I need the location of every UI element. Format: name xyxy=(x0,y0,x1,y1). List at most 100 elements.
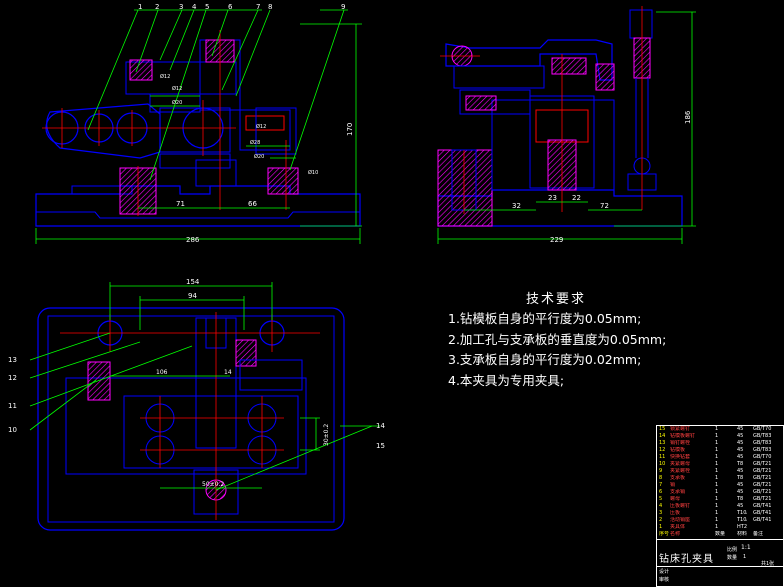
header-name: 名称 xyxy=(670,531,681,537)
parts-cell-name: 快换钻套 xyxy=(670,454,691,460)
sign-design: 设计 xyxy=(659,569,670,575)
parts-cell-qty: 1 xyxy=(715,426,719,432)
parts-cell-no: 6 xyxy=(659,489,663,495)
parts-cell-no: 7 xyxy=(659,482,663,488)
dimension-top2: 94 xyxy=(188,292,197,300)
parts-cell-std: GB/T21 xyxy=(753,461,772,467)
parts-cell-qty: 1 xyxy=(715,482,719,488)
tech-item: 1.钻模板自身的平行度为0.05mm; xyxy=(448,311,642,326)
parts-cell-qty: 1 xyxy=(715,468,719,474)
parts-cell-mat: 45 xyxy=(737,482,744,488)
dimension-d2: 66 xyxy=(248,200,257,208)
parts-cell-std: GB/T21 xyxy=(753,475,772,481)
parts-cell-mat: T8 xyxy=(737,461,744,467)
leader-label: 13 xyxy=(8,356,17,364)
parts-cell-no: 10 xyxy=(659,461,666,467)
dimension-d3: 22 xyxy=(572,194,581,202)
leader-label: 7 xyxy=(256,3,260,11)
leader-label: 1 xyxy=(138,3,142,11)
parts-cell-no: 11 xyxy=(659,454,666,460)
parts-cell-mat: HT200 xyxy=(737,524,747,530)
parts-header: 序号 名称 数量 材料 备注 xyxy=(657,531,784,538)
parts-cell-qty: 1 xyxy=(715,440,719,446)
parts-cell-std: GB/T41 xyxy=(753,503,772,509)
parts-cell-mat: 45 xyxy=(737,503,744,509)
dimension-d2: 23 xyxy=(548,194,557,202)
dimension-d4: 72 xyxy=(600,202,609,210)
parts-cell-std: GB/T70 xyxy=(753,454,772,460)
leader-label: 8 xyxy=(268,3,272,11)
dimension-d1: 71 xyxy=(176,200,185,208)
parts-cell-name: 销 xyxy=(670,482,676,488)
dimension-bottom: 50±0.2 xyxy=(202,481,224,488)
parts-cell-std: GB/T70 xyxy=(753,426,772,432)
leader-label: 15 xyxy=(376,442,385,450)
parts-cell-no: 14 xyxy=(659,433,666,439)
dimension-height: 186 xyxy=(684,110,692,124)
header-std: 备注 xyxy=(753,531,764,537)
fit-label: Ø12 xyxy=(160,73,170,80)
dimension-right: 30±0.2 xyxy=(323,424,330,446)
fit-label: Ø12 xyxy=(256,123,266,130)
parts-cell-qty: 1 xyxy=(715,447,719,453)
parts-cell-name: 螺母 xyxy=(670,496,681,502)
parts-cell-mat: T10A xyxy=(737,510,747,516)
parts-row: 10 夹紧螺母 1 T8 GB/T21 xyxy=(657,461,784,468)
parts-cell-qty: 1 xyxy=(715,433,719,439)
parts-row: 3压板1T10AGB/T41 xyxy=(657,510,784,517)
tech-item: 2.加工孔与支承板的垂直度为0.05mm; xyxy=(448,331,667,347)
parts-cell-name: 压板 xyxy=(670,510,681,516)
parts-cell-name: 压板螺钉 xyxy=(670,503,691,509)
parts-cell-name: 夹具体 xyxy=(670,524,686,530)
sheet-count: 共1张 xyxy=(761,561,775,567)
header-qty: 数量 xyxy=(715,531,725,537)
parts-cell-qty: 1 xyxy=(715,489,719,495)
parts-cell-qty: 1 xyxy=(715,517,719,523)
parts-cell-qty: 1 xyxy=(715,475,719,481)
tech-item: 4.本夹具为专用夹具; xyxy=(448,372,565,388)
parts-cell-std: GB/T41 xyxy=(753,510,772,516)
parts-row: 1夹具体1HT200 xyxy=(657,524,784,531)
parts-cell-name: 夹紧螺母 xyxy=(670,461,691,467)
plan-view: 154 94 106 14 50±0.2 30±0.2 13 12 11 10 … xyxy=(8,278,385,531)
leader-label: 11 xyxy=(8,402,17,410)
dimension-inner: 106 xyxy=(156,369,168,376)
qty-label: 数量 xyxy=(727,555,738,561)
leader-label: 12 xyxy=(8,374,17,382)
parts-cell-name: 支承销 xyxy=(670,489,686,495)
parts-cell-no: 3 xyxy=(659,510,663,516)
parts-cell-no: 9 xyxy=(659,468,663,474)
parts-cell-no: 15 xyxy=(659,426,666,432)
parts-cell-std: GB/T83 xyxy=(753,440,772,446)
parts-cell-qty: 1 xyxy=(715,503,719,509)
parts-cell-no: 4 xyxy=(659,503,663,509)
leader-label: 9 xyxy=(341,3,345,11)
scale-value: 1:1 xyxy=(741,544,751,551)
parts-cell-mat: 45 xyxy=(737,489,744,495)
fit-label: Ø20 xyxy=(172,99,182,106)
parts-cell-no: 1 xyxy=(659,524,663,530)
parts-cell-name: 钻模板 xyxy=(670,447,686,453)
leader-label: 3 xyxy=(179,3,183,11)
leader-label: 14 xyxy=(376,422,385,430)
parts-cell-name: 钻模板螺钉 xyxy=(670,433,696,439)
leader-label: 5 xyxy=(205,3,209,11)
parts-cell-std: GB/T21 xyxy=(753,482,772,488)
parts-row: 4 压板螺钉 1 45 GB/T41 xyxy=(657,503,784,510)
leader-label: 4 xyxy=(192,3,197,11)
parts-cell-no: 13 xyxy=(659,440,666,446)
dimension-top1: 154 xyxy=(186,278,200,286)
sign-review: 审核 xyxy=(659,577,670,583)
fit-label: Ø28 xyxy=(250,139,260,146)
parts-cell-mat: 45 xyxy=(737,447,744,453)
parts-cell-qty: 1 xyxy=(715,454,719,460)
parts-cell-qty: 1 xyxy=(715,461,719,467)
